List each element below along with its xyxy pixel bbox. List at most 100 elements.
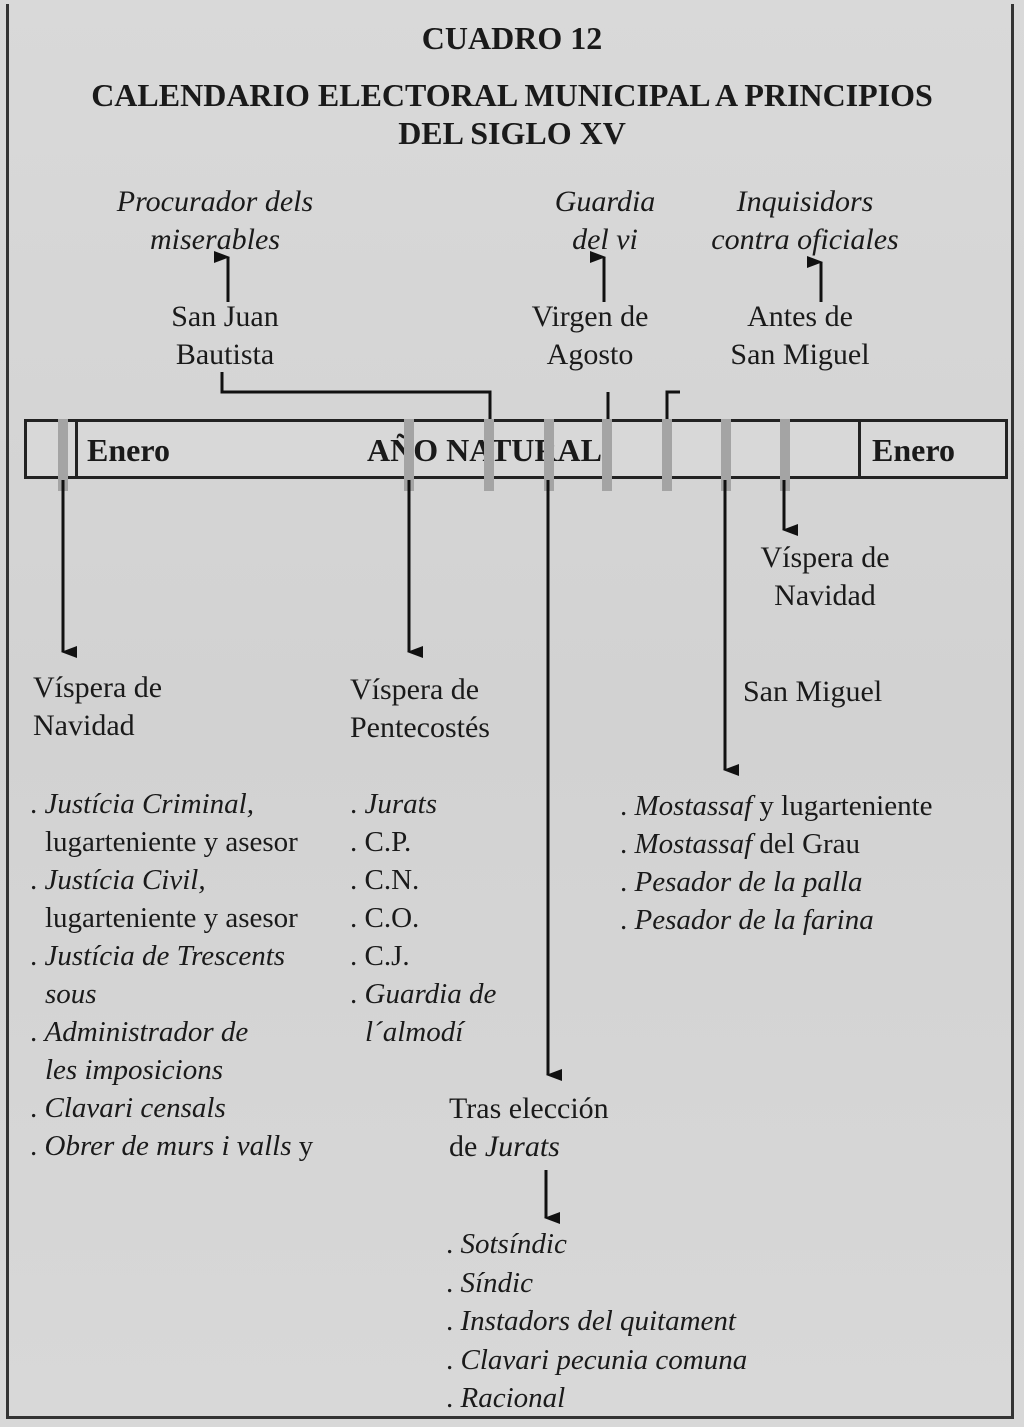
list-bullet: . — [30, 864, 45, 896]
list-bullet: . — [620, 866, 635, 898]
date-tras-eleccion-line2: de Jurats — [449, 1128, 560, 1166]
list-item-text: Administrador de — [44, 1016, 249, 1048]
list-item: . Justícia Civil, — [30, 861, 206, 899]
list-item-text: Clavari censals — [44, 1092, 226, 1124]
list-bullet: . — [30, 940, 45, 972]
list-item-text: Clavari pecunia comuna — [460, 1343, 748, 1376]
tick-virgen-agosto — [602, 419, 612, 491]
date-antes-san-miguel-line2: San Miguel — [730, 338, 870, 371]
list-bullet: . — [30, 788, 45, 820]
list-item-text: les imposicions — [45, 1054, 224, 1086]
tras-eleccion-prefix: de — [449, 1130, 485, 1163]
list-bullet: . — [446, 1305, 461, 1337]
date-navidad-right-line2: Navidad — [774, 579, 876, 612]
office-guardia-vi-line1: Guardia — [554, 185, 656, 218]
list-item: . Pesador de la farina — [620, 901, 874, 939]
list-bullet: . — [446, 1266, 461, 1299]
date-pentecostes-line1: Víspera de — [350, 673, 480, 706]
list-item: . Clavari pecunia comuna — [446, 1341, 747, 1379]
list-item: . Instadors del quitament — [446, 1302, 736, 1340]
list-item: . C.J. — [350, 937, 410, 975]
date-pentecostes-line2: Pentecostés — [350, 711, 490, 744]
list-item-text: Instadors del quitament — [460, 1305, 737, 1337]
date-san-juan-line2: Bautista — [175, 338, 275, 371]
list-item-suffix: y — [291, 1130, 314, 1162]
date-navidad-left-line2: Navidad — [33, 709, 135, 742]
timeline-start-label: Enero — [87, 432, 170, 468]
timeline-start-divider — [75, 422, 78, 476]
timeline-end-divider — [858, 422, 861, 476]
list-item-text: Justícia Criminal, — [44, 788, 254, 820]
list-item-text: lugarteniente y asesor — [45, 902, 298, 934]
list-bullet: . — [350, 978, 365, 1010]
list-item: les imposicions — [30, 1051, 223, 1089]
list-item-text: l´almodí — [365, 1016, 464, 1048]
list-item-text: Jurats — [364, 788, 438, 820]
date-virgen-agosto-line2: Agosto — [546, 338, 634, 371]
date-navidad-right-line1: Víspera de — [760, 541, 890, 574]
list-item-text: Obrer de murs i valls — [44, 1130, 292, 1162]
list-item-suffix: y lugarteniente — [752, 790, 933, 822]
list-bullet: . — [30, 1016, 45, 1048]
list-item-text: Pesador de la palla — [634, 866, 863, 898]
tick-san-juan — [484, 419, 494, 491]
title-line-2: DEL SIGLO XV — [398, 115, 626, 151]
list-item-text: Pesador de la farina — [634, 904, 874, 936]
office-inquisidors-line1: Inquisidors — [736, 185, 874, 218]
date-san-juan-line1: San Juan — [171, 300, 279, 333]
list-item-suffix: del Grau — [752, 828, 861, 860]
office-inquisidors-line2: contra oficiales — [711, 223, 899, 256]
list-item: . Justícia Criminal, — [30, 785, 254, 823]
list-item: . Guardia de — [350, 975, 496, 1013]
list-item: l´almodí — [350, 1013, 463, 1051]
list-item: . Pesador de la palla — [620, 863, 862, 901]
list-item: . Sotsíndic — [446, 1225, 567, 1263]
list-item-text: lugarteniente y asesor — [45, 826, 298, 858]
list-item: . Obrer de murs i valls y — [30, 1127, 313, 1165]
table-label: CUADRO 12 — [421, 20, 603, 56]
tick-tras-eleccion — [544, 419, 554, 491]
tick-pentecostes — [404, 419, 414, 491]
list-bullet: . — [446, 1228, 461, 1260]
office-procurador-line1: Procurador dels — [116, 185, 314, 218]
list-item: . Administrador de — [30, 1013, 248, 1051]
list-item: . Racional — [446, 1379, 565, 1417]
list-item: . Mostassaf del Grau — [620, 825, 860, 863]
list-item: . C.O. — [350, 899, 419, 937]
list-item: . Síndic — [446, 1264, 533, 1302]
date-virgen-agosto-line1: Virgen de — [531, 300, 649, 333]
list-item: lugarteniente y asesor — [30, 899, 298, 937]
tras-eleccion-jurats: Jurats — [484, 1130, 560, 1163]
list-item-text: Síndic — [460, 1266, 534, 1299]
list-item-text: Mostassaf — [634, 790, 753, 822]
list-bullet: . — [446, 1382, 461, 1414]
date-tras-eleccion-line1: Tras elección — [449, 1092, 609, 1125]
list-item-text: sous — [45, 978, 97, 1010]
list-item: . Justícia de Trescents — [30, 937, 285, 975]
list-bullet: . — [446, 1343, 461, 1376]
list-item-text: Sotsíndic — [460, 1228, 567, 1260]
list-item-text: C.J. — [364, 940, 410, 972]
office-procurador-line2: miserables — [150, 223, 280, 256]
tick-navidad-left — [58, 419, 68, 491]
list-item: . Mostassaf y lugarteniente — [620, 787, 933, 825]
list-item-text: C.P. — [364, 826, 412, 858]
list-item-text: Mostassaf — [634, 828, 753, 860]
list-item-text: C.N. — [364, 864, 420, 896]
list-bullet: . — [350, 902, 365, 934]
list-item: . C.P. — [350, 823, 411, 861]
timeline-end-label: Enero — [872, 432, 955, 468]
list-bullet: . — [350, 788, 365, 820]
page-frame — [6, 4, 1014, 1419]
list-item: . C.N. — [350, 861, 419, 899]
timeline-bar: Enero AÑO NATURAL Enero — [24, 419, 1008, 479]
list-bullet: . — [350, 940, 365, 972]
list-bullet: . — [30, 1130, 45, 1162]
tick-antes-san-miguel — [662, 419, 672, 491]
list-item-text: Justícia Civil, — [44, 864, 206, 896]
list-item-text: C.O. — [364, 902, 420, 934]
list-bullet: . — [30, 1092, 45, 1124]
list-bullet: . — [350, 864, 365, 896]
list-bullet: . — [620, 904, 635, 936]
